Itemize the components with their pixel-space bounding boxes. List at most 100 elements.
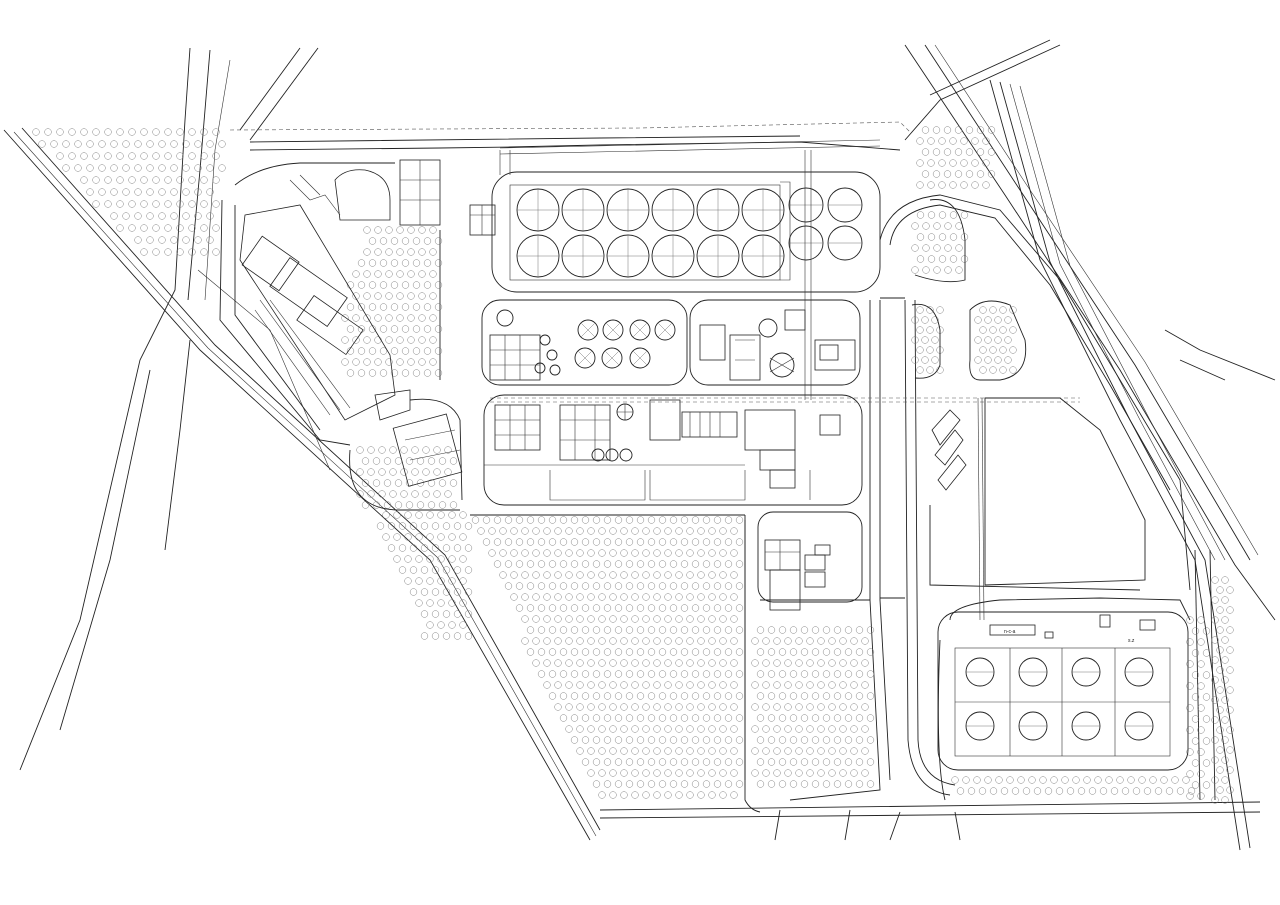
tree [697,571,705,579]
tree [176,200,184,208]
tree [658,670,667,678]
tree [691,626,700,634]
tree [921,336,929,344]
tree [625,758,634,766]
tree [756,758,765,766]
tree [653,747,661,755]
tree [994,336,1002,344]
tree [911,356,919,364]
tree [636,582,645,590]
tree [960,255,969,263]
tree [418,226,426,234]
tree [719,725,727,733]
tree [587,747,595,755]
tree [526,560,535,568]
tree [724,758,733,766]
tree [56,128,64,136]
tree [554,637,562,645]
tree [1116,776,1124,784]
tree [686,681,694,689]
tree [751,703,759,711]
small-tank [546,349,558,361]
tree [653,769,661,777]
tree [134,188,142,196]
tree [158,164,166,172]
tree [548,516,557,524]
tree [642,769,650,777]
tree [653,571,661,579]
tree [932,170,941,178]
tree [636,560,645,568]
tree [570,604,579,612]
tree [587,769,595,777]
tree [448,577,456,585]
tree [828,703,836,711]
tree [647,736,656,744]
tree [735,758,744,766]
tree [385,358,393,366]
tree [554,681,562,689]
tree [642,791,650,799]
tree [664,637,672,645]
tree [429,248,437,256]
tree [592,516,601,524]
tree [488,549,496,557]
tree [756,736,765,744]
tree [1182,776,1190,784]
tree [751,747,759,755]
tree [554,549,562,557]
tree [614,604,623,612]
tree [140,128,148,136]
tree [719,747,727,755]
tree [697,725,705,733]
tree [576,527,584,535]
tree [449,457,458,465]
tree [675,681,683,689]
tree [598,791,606,799]
tree [367,446,375,454]
tree [664,549,672,557]
east-storage-yard: n-c-a s.z [937,611,1189,771]
tree [773,769,781,777]
tree [855,670,864,678]
tree [724,582,733,590]
tree [1017,776,1025,784]
tree [543,615,551,623]
tree [164,152,172,160]
tree [811,758,820,766]
tree [625,516,634,524]
tree [357,303,366,311]
tree [372,457,381,465]
tree [603,604,612,612]
tree [719,681,727,689]
tree [697,527,705,535]
tree [620,659,628,667]
tree [565,725,573,733]
tree [62,140,70,148]
tree [570,560,579,568]
tree [713,538,722,546]
tree [653,593,661,601]
tree [1202,781,1211,789]
tree [822,670,831,678]
tree [614,692,623,700]
tree [431,522,440,530]
tree [376,522,385,530]
tree [194,236,202,244]
tree [592,736,601,744]
digester-tank [654,319,676,341]
tree [1077,787,1086,795]
tree [1211,636,1219,644]
tree [751,659,759,667]
tree [620,725,628,733]
tree [587,593,595,601]
tree [378,490,386,498]
tree [146,188,154,196]
tree [697,659,705,667]
tree [938,137,946,145]
tree [603,626,612,634]
tree [680,648,689,656]
tree [636,604,645,612]
tree [548,560,557,568]
